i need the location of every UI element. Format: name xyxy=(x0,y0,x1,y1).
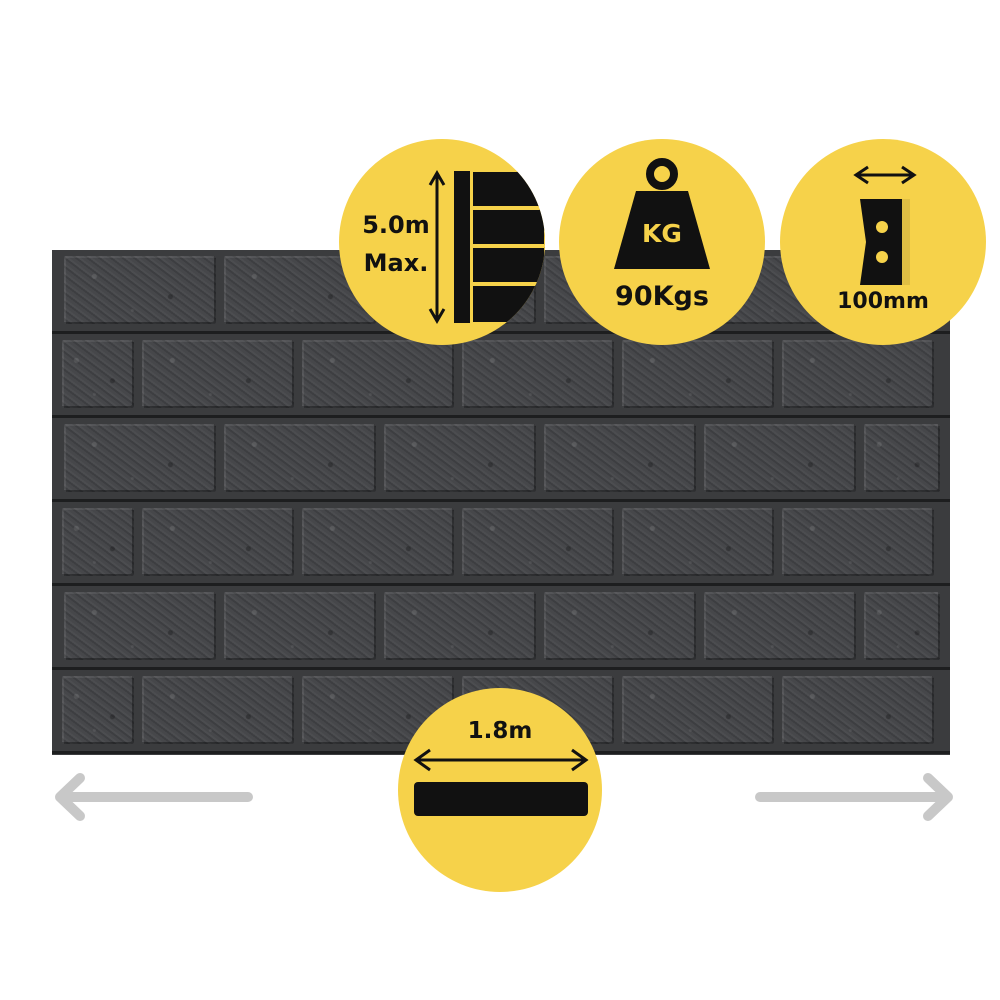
brick xyxy=(64,592,216,660)
brick xyxy=(622,340,774,408)
brick xyxy=(704,592,856,660)
thickness-icon xyxy=(853,165,917,285)
width-value: 1.8m xyxy=(467,718,533,744)
left-arrow-icon xyxy=(55,773,253,821)
height-badge: 5.0m Max. xyxy=(339,139,545,345)
height-note: Max. xyxy=(363,249,429,277)
width-badge: 1.8m xyxy=(398,688,602,892)
brick xyxy=(302,508,454,576)
brick xyxy=(782,340,934,408)
brick xyxy=(864,424,940,492)
weight-badge: KG 90Kgs xyxy=(559,139,765,345)
brick xyxy=(224,424,376,492)
brick xyxy=(384,592,536,660)
weight-value: 90Kgs xyxy=(615,281,709,312)
height-ruler-icon xyxy=(428,170,545,324)
brick xyxy=(62,676,134,744)
brick-course xyxy=(52,502,950,586)
brick xyxy=(544,592,696,660)
weight-icon xyxy=(614,158,710,269)
width-bar-icon xyxy=(413,748,589,816)
brick xyxy=(64,424,216,492)
brick xyxy=(864,592,940,660)
brick-course xyxy=(52,418,950,502)
brick xyxy=(62,340,134,408)
brick xyxy=(142,508,294,576)
brick xyxy=(622,508,774,576)
brick xyxy=(704,424,856,492)
brick xyxy=(622,676,774,744)
brick-course xyxy=(52,334,950,418)
brick xyxy=(64,256,216,324)
thickness-value: 100mm xyxy=(837,289,929,314)
brick xyxy=(384,424,536,492)
brick xyxy=(462,340,614,408)
brick xyxy=(224,592,376,660)
brick xyxy=(782,676,934,744)
brick xyxy=(302,340,454,408)
brick xyxy=(142,340,294,408)
brick-course xyxy=(52,586,950,670)
brick xyxy=(544,424,696,492)
brick xyxy=(462,508,614,576)
brick xyxy=(782,508,934,576)
brick xyxy=(62,508,134,576)
thickness-badge: 100mm xyxy=(780,139,986,345)
height-value: 5.0m xyxy=(362,211,430,239)
right-arrow-icon xyxy=(755,773,953,821)
brick xyxy=(142,676,294,744)
weight-icon-text: KG xyxy=(642,219,682,248)
brick xyxy=(302,676,454,744)
